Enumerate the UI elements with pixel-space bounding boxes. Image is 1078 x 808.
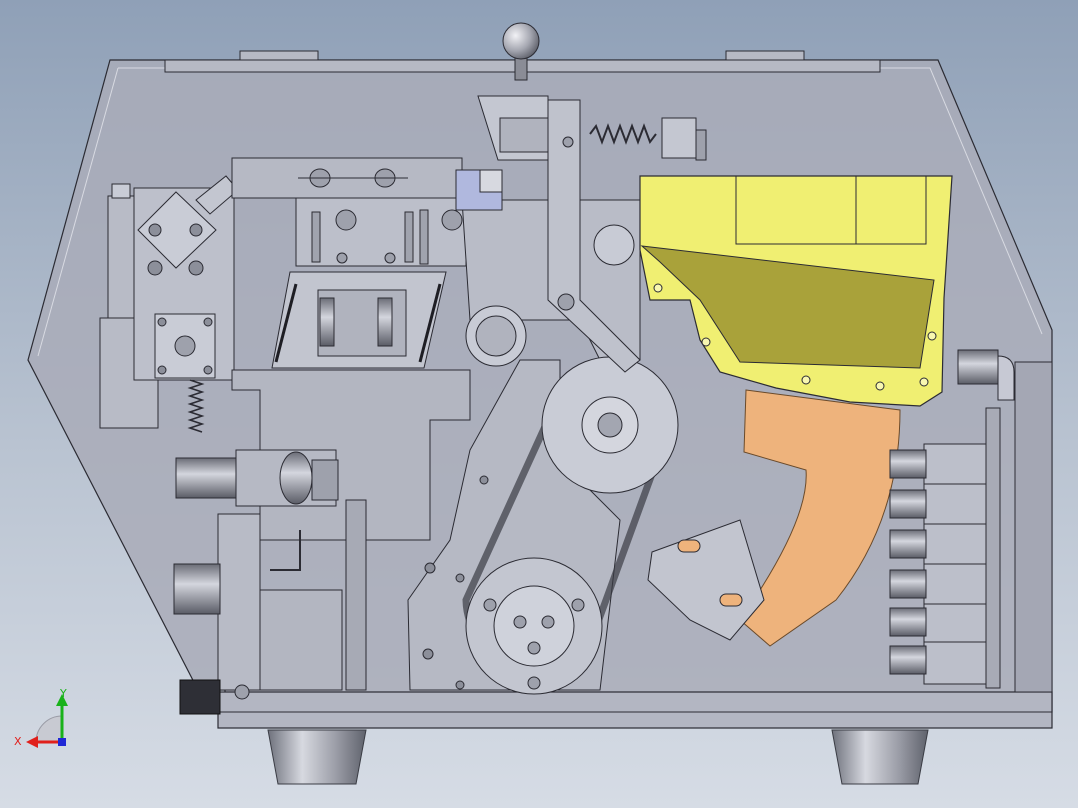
belt-drive-plate	[407, 356, 679, 695]
triad-z-axis	[58, 738, 66, 746]
triad-y-arrow	[56, 694, 68, 706]
top-knob	[502, 22, 540, 81]
orange-chute	[647, 389, 901, 647]
right-connector-block	[889, 349, 1015, 689]
triad-y-label: Y	[59, 687, 67, 700]
left-lower-components	[173, 449, 367, 715]
roller-frame	[271, 252, 447, 369]
yellow-hopper	[639, 175, 953, 407]
triad-x-label: X	[14, 735, 22, 748]
coordinate-triad: Y X	[14, 687, 68, 748]
foot-right	[831, 729, 929, 785]
foot-left	[267, 729, 367, 785]
upper-mechanism	[231, 157, 467, 267]
left-valve-block	[99, 175, 239, 433]
triad-x-arrow	[26, 736, 38, 748]
lever-arm	[455, 95, 707, 373]
